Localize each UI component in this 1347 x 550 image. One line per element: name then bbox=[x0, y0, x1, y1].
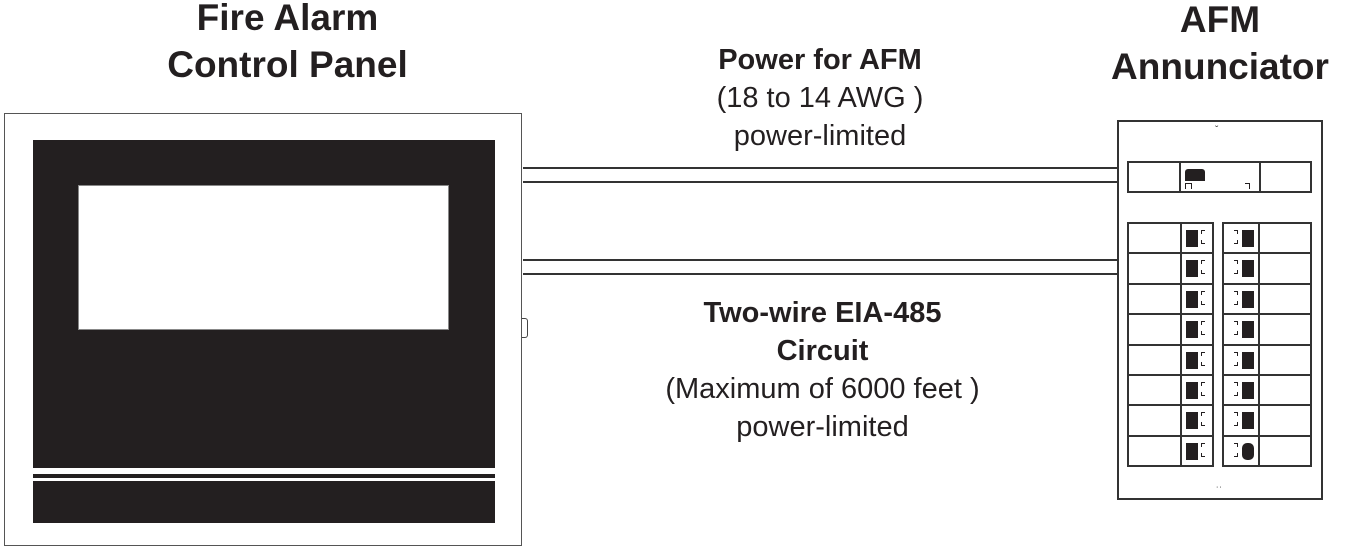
zone-row bbox=[1129, 346, 1212, 376]
tick-icon bbox=[1201, 442, 1205, 447]
tick-icon bbox=[1201, 452, 1205, 457]
tick-icon bbox=[1201, 300, 1205, 305]
tick-icon bbox=[1201, 382, 1205, 386]
zone-led-icon bbox=[1242, 382, 1254, 399]
zone-row bbox=[1129, 406, 1212, 437]
zone-row bbox=[1224, 285, 1310, 316]
tick-icon bbox=[1201, 240, 1205, 244]
zone-row bbox=[1224, 406, 1310, 437]
zone-led-icon bbox=[1242, 230, 1254, 247]
afm-status-strip bbox=[1127, 161, 1312, 193]
facp-stripe-1 bbox=[33, 468, 495, 474]
corner-mark-icon bbox=[1245, 183, 1250, 189]
power-connection-spec: (18 to 14 AWG ) bbox=[716, 82, 924, 114]
tick-icon bbox=[1201, 351, 1205, 356]
zone-row bbox=[1129, 315, 1212, 346]
zone-row bbox=[1224, 315, 1310, 346]
zone-led-icon bbox=[1186, 321, 1198, 339]
tick-icon bbox=[1234, 382, 1238, 386]
tick-icon bbox=[1234, 230, 1238, 234]
tick-icon bbox=[1201, 331, 1205, 336]
afm-title-line2: Annunciator bbox=[1111, 46, 1329, 87]
screw-icon: ˙˙ bbox=[1216, 486, 1223, 497]
zone-row bbox=[1129, 285, 1212, 316]
tick-icon bbox=[1201, 321, 1205, 326]
afm-zone-column-left bbox=[1127, 222, 1214, 467]
zone-row bbox=[1224, 437, 1310, 467]
zone-led-icon bbox=[1186, 230, 1198, 247]
data-connection-note: power-limited bbox=[736, 411, 909, 443]
power-connection-note: power-limited bbox=[733, 120, 907, 152]
tick-icon bbox=[1201, 290, 1205, 295]
facp-title: Fire Alarm Control Panel bbox=[130, 0, 445, 88]
tick-icon bbox=[1201, 412, 1205, 417]
zone-led-icon bbox=[1186, 412, 1198, 430]
tick-icon bbox=[1234, 260, 1238, 265]
facp-display-window bbox=[78, 185, 449, 330]
afm-title: AFM Annunciator bbox=[1095, 0, 1345, 90]
tick-icon bbox=[1201, 260, 1205, 265]
tick-icon bbox=[1234, 361, 1238, 366]
zone-led-icon bbox=[1186, 351, 1198, 369]
tick-icon bbox=[1234, 422, 1238, 427]
tick-icon bbox=[1234, 392, 1238, 396]
power-connection-label: Power for AFM (18 to 14 AWG ) power-limi… bbox=[620, 41, 1020, 155]
zone-row bbox=[1224, 346, 1310, 376]
zone-row bbox=[1129, 437, 1212, 467]
eia485-wire-1 bbox=[523, 259, 1118, 261]
divider bbox=[1259, 163, 1261, 191]
data-connection-title-line2: Circuit bbox=[776, 335, 869, 367]
tick-icon bbox=[1201, 230, 1205, 234]
tick-icon bbox=[1234, 240, 1238, 244]
zone-led-icon bbox=[1186, 290, 1198, 308]
zone-led-icon bbox=[1242, 321, 1254, 339]
tick-icon bbox=[1201, 392, 1205, 396]
afm-zone-column-right bbox=[1222, 222, 1312, 467]
data-connection-label: Two-wire EIA-485 Circuit (Maximum of 600… bbox=[600, 294, 1045, 446]
zone-row bbox=[1129, 254, 1212, 285]
divider bbox=[1179, 163, 1181, 191]
tick-icon bbox=[1234, 452, 1238, 457]
zone-row bbox=[1129, 224, 1212, 255]
chevron-down-icon: ˇ bbox=[1215, 125, 1219, 136]
corner-mark-icon bbox=[1185, 183, 1192, 189]
eia485-wire-2 bbox=[523, 273, 1118, 275]
zone-row bbox=[1129, 376, 1212, 407]
tick-icon bbox=[1234, 300, 1238, 305]
led-indicator-icon bbox=[1185, 169, 1205, 181]
zone-row bbox=[1224, 376, 1310, 407]
zone-led-icon bbox=[1186, 442, 1198, 460]
data-connection-spec: (Maximum of 6000 feet ) bbox=[665, 373, 980, 405]
zone-led-icon bbox=[1186, 382, 1198, 399]
facp-title-line1: Fire Alarm bbox=[196, 0, 379, 38]
zone-led-icon bbox=[1242, 412, 1254, 430]
power-connection-title: Power for AFM bbox=[718, 44, 922, 76]
tick-icon bbox=[1234, 321, 1238, 326]
tick-icon bbox=[1234, 290, 1238, 295]
zone-row bbox=[1224, 254, 1310, 285]
zone-led-icon bbox=[1242, 260, 1254, 278]
data-connection-title-line1: Two-wire EIA-485 bbox=[703, 297, 942, 329]
facp-latch bbox=[522, 318, 528, 338]
power-wire-1 bbox=[523, 167, 1118, 169]
tick-icon bbox=[1201, 422, 1205, 427]
tick-icon bbox=[1201, 361, 1205, 366]
power-wire-2 bbox=[523, 181, 1118, 183]
tick-icon bbox=[1234, 442, 1238, 447]
zone-row bbox=[1224, 224, 1310, 255]
tick-icon bbox=[1234, 351, 1238, 356]
tick-icon bbox=[1234, 331, 1238, 336]
tick-icon bbox=[1201, 270, 1205, 275]
zone-led-icon bbox=[1242, 351, 1254, 369]
tick-icon bbox=[1234, 412, 1238, 417]
facp-stripe-2 bbox=[33, 478, 495, 481]
facp-title-line2: Control Panel bbox=[167, 44, 408, 85]
zone-led-icon bbox=[1186, 260, 1198, 278]
tick-icon bbox=[1234, 270, 1238, 275]
zone-led-icon bbox=[1242, 442, 1254, 460]
zone-led-icon bbox=[1242, 290, 1254, 308]
afm-title-line1: AFM bbox=[1179, 0, 1261, 40]
